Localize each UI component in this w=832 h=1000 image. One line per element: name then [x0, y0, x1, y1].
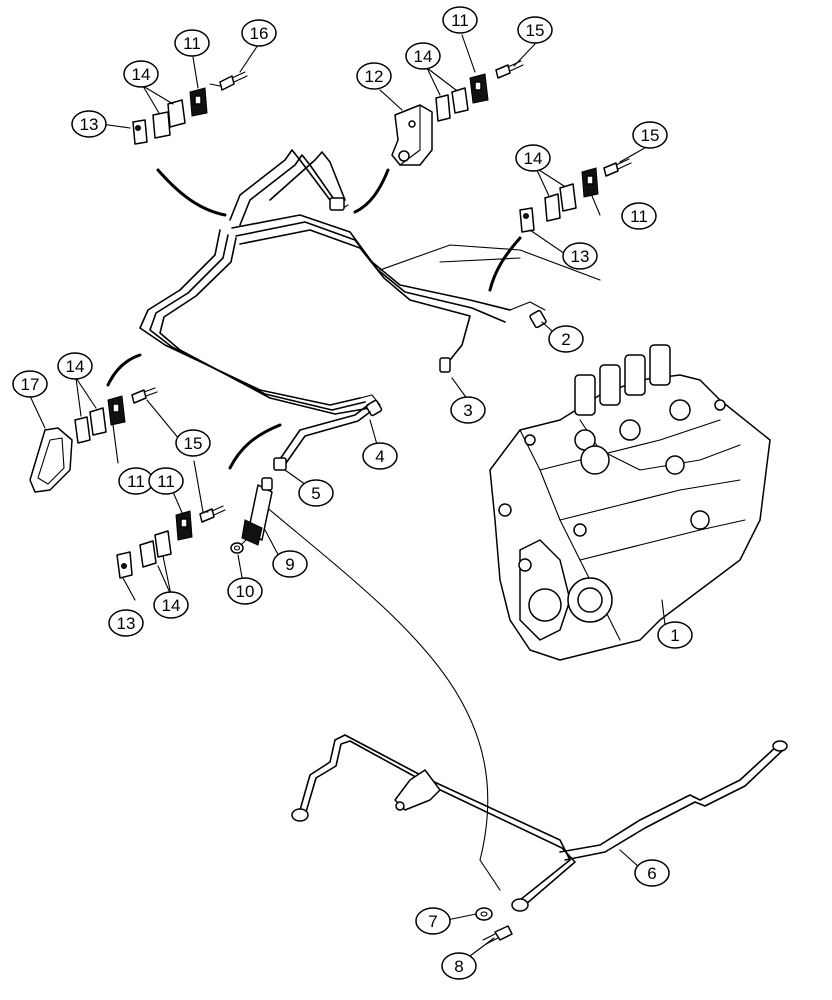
injection-lines [139, 149, 601, 417]
callout-13-a: 13 [71, 110, 107, 138]
svg-text:15: 15 [526, 21, 545, 40]
injector [237, 477, 273, 549]
clamp-17 [29, 427, 73, 493]
callout-1: 1 [657, 621, 693, 649]
svg-text:1: 1 [670, 626, 679, 645]
svg-text:11: 11 [630, 207, 648, 226]
callout-4: 4 [362, 442, 398, 470]
svg-text:13: 13 [80, 115, 99, 134]
svg-text:4: 4 [375, 447, 384, 466]
svg-text:8: 8 [454, 957, 463, 976]
svg-text:12: 12 [365, 67, 384, 86]
callouts: 1 2 3 4 5 6 7 8 9 10 11 11 11 11 11 12 1… [12, 6, 693, 980]
svg-text:14: 14 [66, 357, 85, 376]
callout-10: 10 [227, 577, 263, 605]
svg-text:13: 13 [571, 247, 590, 266]
leak-off-line [257, 499, 788, 912]
callout-16: 16 [241, 19, 277, 47]
callout-14-b: 14 [405, 42, 441, 70]
clamp-group-left [74, 387, 158, 444]
callout-5: 5 [298, 479, 334, 507]
callout-15-b: 15 [632, 121, 668, 149]
callout-17: 17 [12, 370, 48, 398]
callout-8: 8 [441, 952, 477, 980]
injector-line-5 [273, 404, 371, 471]
svg-text:14: 14 [132, 65, 151, 84]
clamp-group-top-left [132, 71, 248, 145]
callout-11-d: 11 [118, 467, 154, 495]
callout-15-a: 15 [517, 16, 553, 44]
svg-text:10: 10 [236, 582, 255, 601]
svg-text:11: 11 [127, 472, 145, 491]
callout-7: 7 [415, 907, 451, 935]
callout-11-c: 11 [621, 202, 657, 230]
clamp-group-right [519, 158, 632, 233]
svg-text:7: 7 [428, 912, 437, 931]
svg-text:11: 11 [183, 34, 201, 53]
callout-15-c: 15 [175, 429, 211, 457]
callout-12: 12 [356, 62, 392, 90]
arc-indicators [106, 168, 522, 470]
bracket-12 [391, 104, 433, 166]
svg-text:6: 6 [647, 864, 656, 883]
svg-text:5: 5 [311, 484, 320, 503]
callout-3: 3 [450, 396, 486, 424]
clamp-group-bottom-left [116, 505, 226, 579]
callout-9: 9 [272, 550, 308, 578]
callout-2: 2 [548, 325, 584, 353]
callout-11-b: 11 [442, 6, 478, 34]
svg-text:11: 11 [157, 472, 175, 491]
washer [230, 542, 244, 554]
callout-14-e: 14 [153, 591, 189, 619]
svg-text:14: 14 [524, 149, 543, 168]
callout-6: 6 [634, 859, 670, 887]
callout-11-e: 11 [148, 467, 184, 495]
svg-text:2: 2 [561, 330, 570, 349]
callout-11-a: 11 [174, 29, 210, 57]
callout-13-b: 13 [562, 242, 598, 270]
svg-text:15: 15 [641, 126, 660, 145]
svg-text:16: 16 [250, 24, 269, 43]
svg-text:13: 13 [117, 614, 136, 633]
svg-text:9: 9 [285, 555, 294, 574]
svg-text:11: 11 [451, 11, 469, 30]
callout-14-a: 14 [123, 60, 159, 88]
callout-13-c: 13 [108, 609, 144, 637]
injection-pump [489, 344, 771, 661]
callout-14-c: 14 [515, 144, 551, 172]
svg-text:3: 3 [463, 401, 472, 420]
svg-text:15: 15 [184, 434, 203, 453]
svg-text:14: 14 [162, 596, 181, 615]
clamp-group-top-right [435, 60, 524, 122]
svg-text:17: 17 [21, 375, 40, 394]
svg-text:14: 14 [414, 47, 433, 66]
callout-14-d: 14 [57, 352, 93, 380]
